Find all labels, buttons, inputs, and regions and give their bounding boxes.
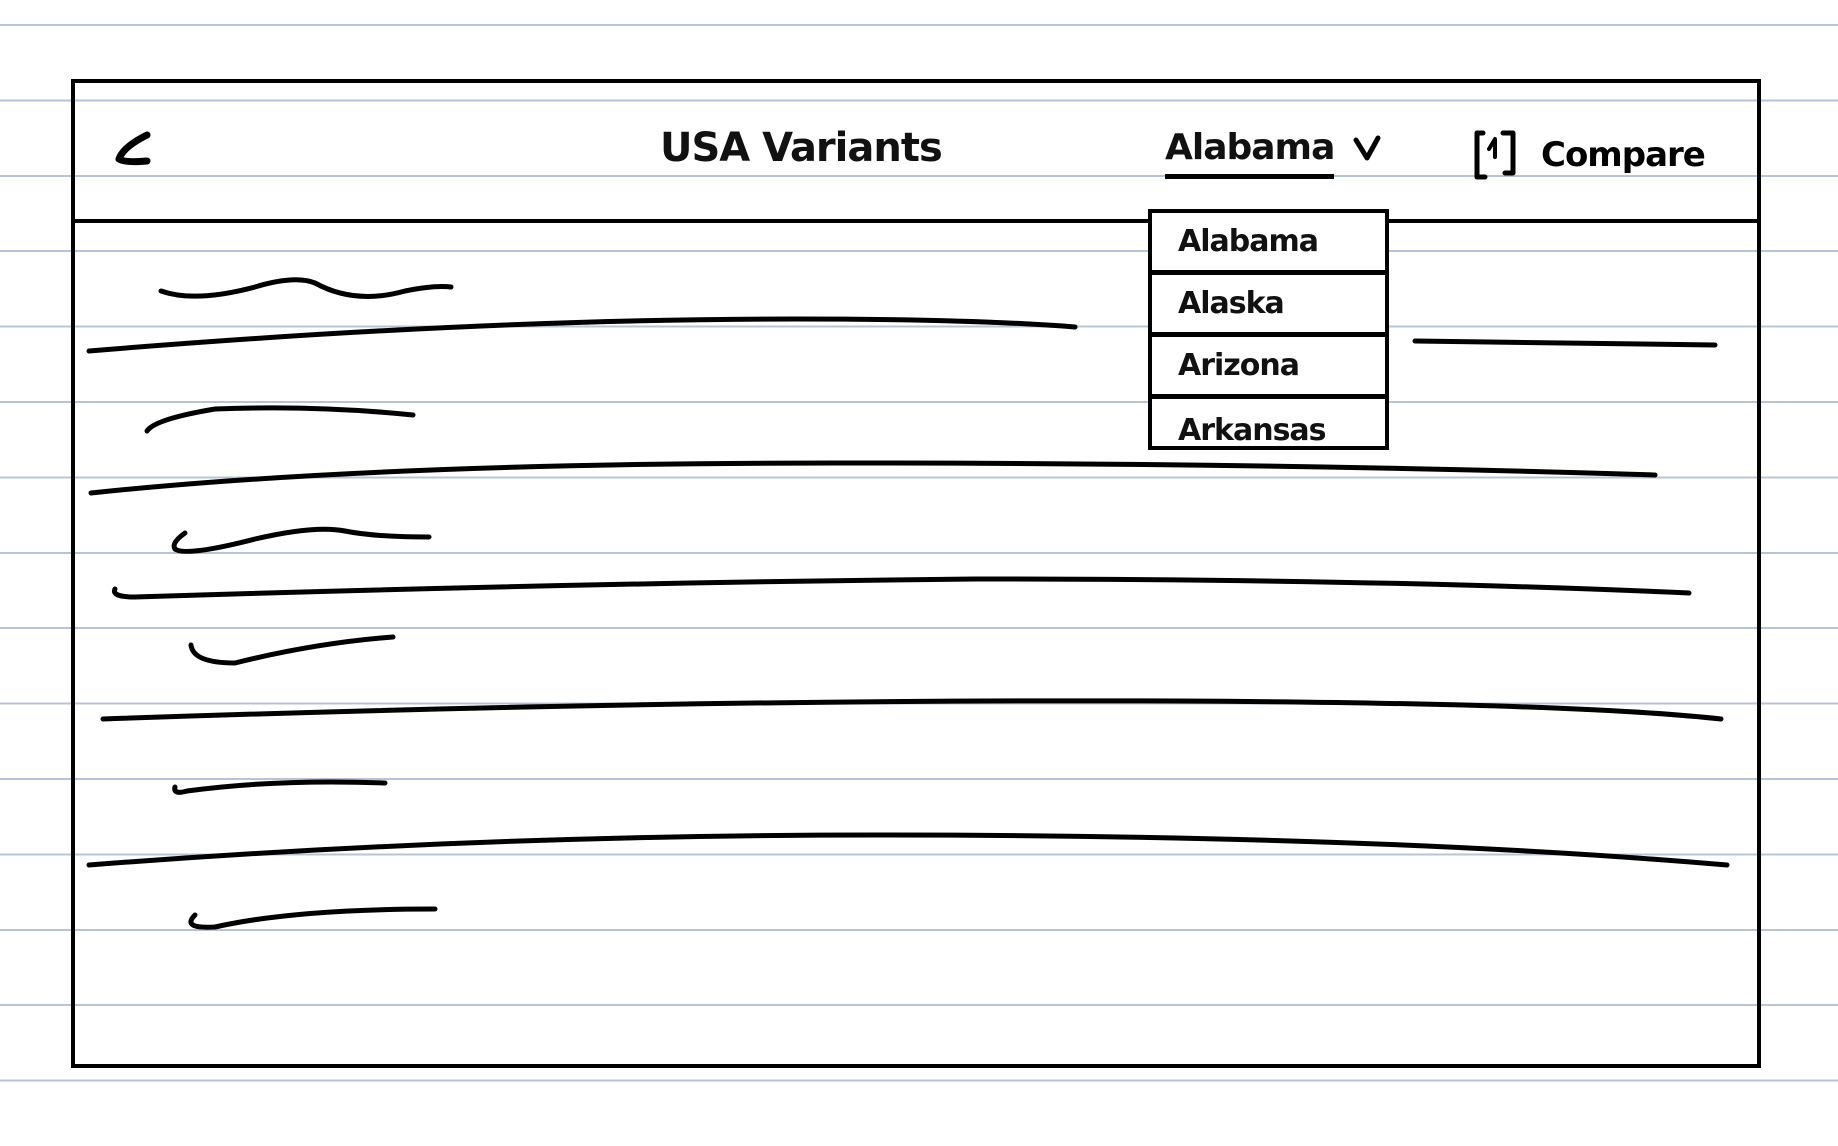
- variant-list-sketch: [86, 277, 1730, 930]
- dropdown-option-alabama[interactable]: Alabama: [1152, 213, 1385, 275]
- row-divider: [88, 460, 1658, 496]
- state-dropdown[interactable]: Alabama: [1165, 127, 1382, 179]
- dropdown-option-arizona[interactable]: Arizona: [1152, 337, 1385, 399]
- list-item[interactable]: [171, 526, 432, 554]
- dropdown-option-arkansas[interactable]: Arkansas: [1178, 412, 1327, 448]
- variant-list: [75, 223, 1757, 1064]
- back-button[interactable]: [111, 127, 161, 177]
- page-title: USA Variants: [660, 125, 943, 171]
- row-divider: [1412, 338, 1718, 348]
- list-item[interactable]: [144, 405, 416, 434]
- list-item[interactable]: [188, 906, 438, 930]
- dropdown-option-alaska[interactable]: Alaska: [1152, 275, 1385, 337]
- row-divider: [86, 832, 1730, 868]
- list-item[interactable]: [158, 277, 454, 299]
- compare-icon: [1474, 130, 1516, 180]
- compare-button[interactable]: Compare: [1473, 129, 1706, 181]
- app-window: USA Variants Alabama Compare: [71, 79, 1761, 1068]
- state-dropdown-menu: Alabama Alaska Arizona Arkansas: [1148, 209, 1389, 450]
- row-divider: [111, 576, 1692, 600]
- row-divider: [86, 316, 1078, 354]
- list-item[interactable]: [172, 779, 388, 795]
- chevron-left-icon: [115, 131, 151, 166]
- chevron-down-icon: [1352, 134, 1382, 168]
- list-item[interactable]: [188, 634, 396, 666]
- app-header: USA Variants Alabama Compare: [75, 83, 1757, 223]
- state-dropdown-value: Alabama: [1165, 127, 1335, 179]
- row-divider: [100, 698, 1724, 722]
- compare-label: Compare: [1541, 135, 1706, 175]
